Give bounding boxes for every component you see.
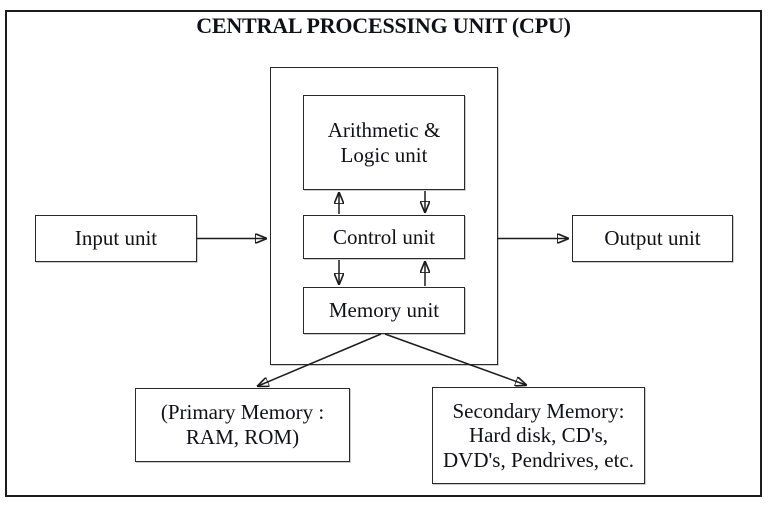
node-label: Control unit: [332, 224, 436, 249]
node-output-unit: Output unit: [572, 215, 733, 262]
node-secondary-memory: Secondary Memory: Hard disk, CD's, DVD's…: [432, 387, 645, 484]
node-label-line: Logic unit: [340, 142, 428, 167]
diagram-title: CENTRAL PROCESSING UNIT (CPU): [196, 13, 571, 38]
node-input-unit: Input unit: [35, 215, 197, 262]
node-label-line: DVD's, Pendrives, etc.: [443, 447, 634, 472]
node-label-line: (Primary Memory :: [160, 400, 325, 425]
node-label-line: Hard disk, CD's,: [468, 423, 609, 448]
node-label-line: Secondary Memory:: [452, 398, 625, 423]
node-label: Output unit: [604, 226, 701, 251]
node-primary-memory: (Primary Memory : RAM, ROM): [135, 388, 350, 462]
node-control-unit: Control unit: [303, 215, 465, 259]
node-arithmetic-logic-unit: Arithmetic & Logic unit: [303, 95, 465, 190]
node-label-line: RAM, ROM): [185, 425, 300, 449]
node-label-line: Arithmetic &: [327, 117, 441, 142]
node-label: Input unit: [74, 226, 158, 251]
node-memory-unit: Memory unit: [303, 287, 465, 334]
node-label: Memory unit: [328, 298, 440, 323]
